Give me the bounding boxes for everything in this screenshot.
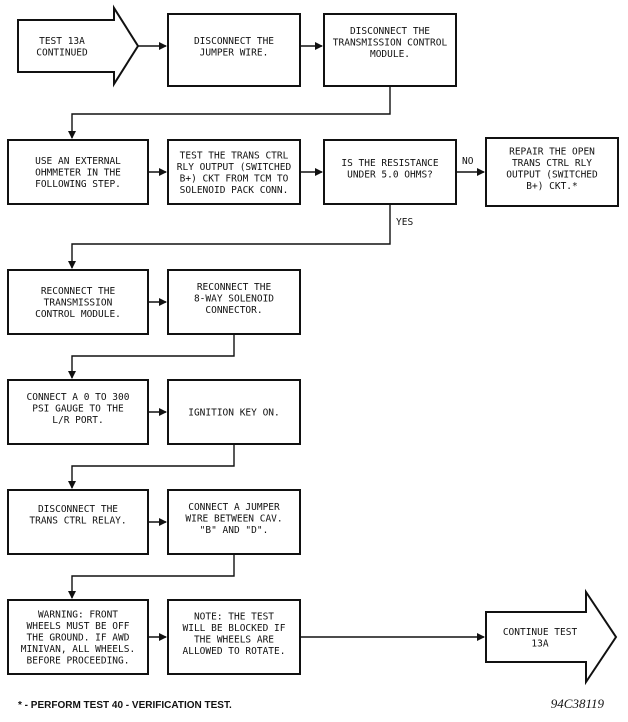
footnote: * - PERFORM TEST 40 - VERIFICATION TEST.: [18, 700, 232, 711]
reconnect-tcm-box: [7, 269, 149, 335]
box-text-line: "B" AND "D".: [200, 525, 269, 536]
note-box: [167, 599, 301, 675]
box-text-line: MINIVAN, ALL WHEELS.: [21, 644, 135, 655]
box-text-line: WARNING: FRONT: [38, 610, 118, 621]
edge-solenoid-to-gauge: [68, 334, 235, 379]
box-text-line: CONTROL MODULE.: [35, 309, 121, 320]
box-text-line: OHMMETER IN THE: [35, 168, 121, 179]
start-arrow-shape: [17, 4, 140, 88]
connect-jumper-box: [167, 489, 301, 555]
repair-circuit-box: [485, 137, 619, 207]
box-text-line: TRANS CTRL RELAY.: [29, 515, 126, 526]
box-text-line: THE WHEELS ARE: [194, 634, 274, 645]
edge-tcm-to-ohmmeter: [68, 86, 391, 139]
box-text-line: WHEELS MUST BE OFF: [27, 621, 130, 632]
box-text-line: MODULE.: [370, 49, 410, 60]
continue-arrow-shape: [485, 588, 618, 686]
box-text-line: WIRE BETWEEN CAV.: [185, 514, 282, 525]
box-text-line: PSI GAUGE TO THE: [32, 404, 124, 415]
ignition-key-label: IGNITION KEY ON.: [188, 408, 280, 419]
box-text-line: FOLLOWING STEP.: [35, 179, 121, 190]
box-text-line: BEFORE PROCEEDING.: [27, 656, 130, 667]
box-text-line: RECONNECT THE: [197, 282, 272, 293]
box-text-line: IGNITION KEY ON.: [188, 408, 280, 419]
box-text-line: NOTE: THE TEST: [194, 611, 274, 622]
box-text-line: SOLENOID PACK CONN.: [180, 185, 289, 196]
edge-label-no: NO: [462, 156, 474, 167]
edge-question-yes-to-reconnect: [68, 204, 391, 269]
box-text-line: B+) CKT.*: [526, 181, 577, 192]
test-relay-output-box: [167, 139, 301, 205]
box-text-line: DISCONNECT THE: [38, 504, 118, 515]
edge-ignition-to-disc-relay: [68, 444, 235, 489]
box-text-line: B+) CKT FROM TCM TO: [180, 173, 289, 184]
edge-jumper-to-warning: [68, 554, 235, 599]
box-text-line: JUMPER WIRE.: [200, 47, 269, 58]
box-text-line: REPAIR THE OPEN: [509, 146, 595, 157]
box-text-line: IS THE RESISTANCE: [341, 158, 439, 169]
box-text-line: TRANSMISSION CONTROL: [333, 38, 448, 49]
box-text-line: OUTPUT (SWITCHED: [506, 169, 598, 180]
box-text-line: RECONNECT THE: [41, 286, 116, 297]
box-text-line: WILL BE BLOCKED IF: [183, 623, 286, 634]
edge-label-yes: YES: [396, 217, 413, 228]
box-text-line: CONTINUED: [36, 47, 88, 58]
disconnect-jumper-box: [167, 13, 301, 87]
reconnect-solenoid-box: [167, 269, 301, 335]
box-text-line: TRANSMISSION: [44, 298, 113, 309]
box-text-line: TRANS CTRL RLY: [512, 158, 592, 169]
box-text-line: CONNECT A 0 TO 300: [27, 392, 130, 403]
box-text-line: CONTINUE TEST: [503, 627, 578, 638]
box-text-line: DISCONNECT THE: [350, 26, 430, 37]
box-text-line: CONNECT A JUMPER: [188, 502, 280, 513]
figure-code: 94C38119: [550, 696, 604, 711]
ohmmeter-box: [7, 139, 149, 205]
box-text-line: USE AN EXTERNAL: [35, 156, 121, 167]
box-text-line: UNDER 5.0 OHMS?: [347, 169, 433, 180]
box-text-line: THE GROUND. IF AWD: [27, 633, 130, 644]
box-text-line: TEST THE TRANS CTRL: [180, 150, 289, 161]
box-text-line: L/R PORT.: [52, 415, 103, 426]
resistance-question-box: [323, 139, 457, 205]
box-text-line: 13A: [531, 638, 548, 649]
box-text-line: ALLOWED TO ROTATE.: [183, 646, 286, 657]
box-text-line: CONNECTOR.: [205, 305, 262, 316]
box-text-line: DISCONNECT THE: [194, 36, 274, 47]
box-text-line: 8-WAY SOLENOID: [194, 294, 274, 305]
box-text-line: TEST 13A: [39, 36, 85, 47]
box-text-line: RLY OUTPUT (SWITCHED: [177, 162, 292, 173]
